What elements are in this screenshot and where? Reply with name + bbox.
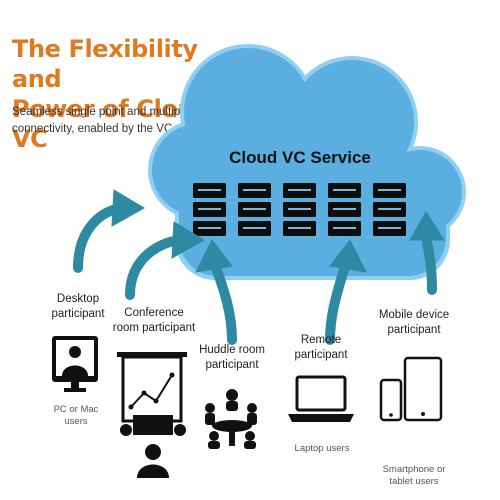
mobile-device-caption: Smartphone or tablet users [372, 464, 456, 488]
conference-participant-label: Conference room participant [108, 306, 200, 336]
desktop-label-line-1: Desktop [56, 293, 100, 305]
arrow-conference-head [171, 221, 205, 259]
desktop-device-line-2: users [64, 416, 88, 427]
server-rack-icon [238, 183, 271, 236]
remote-participant-label: Remote participant [283, 333, 359, 363]
remote-label-line-2: participant [294, 349, 348, 361]
page-title: The Flexibility and Power of Cloud VC [12, 34, 242, 154]
desktop-device-caption: PC or Mac users [45, 404, 107, 428]
presentation-board-icon [117, 352, 187, 478]
title-line-1: The Flexibility and [12, 35, 198, 93]
server-rack-icon [283, 183, 316, 236]
connection-arrows [73, 189, 445, 345]
arrow-desktop-head [111, 189, 145, 227]
mobile-label-line-1: Mobile device [378, 309, 450, 321]
huddle-participant-label: Huddle room participant [194, 343, 270, 373]
desktop-monitor-icon [52, 336, 98, 392]
subtitle-line-1: Seamless single point and multipoint [12, 106, 199, 118]
arrow-mobile-head [409, 211, 445, 241]
tablet-icon [403, 356, 443, 422]
arrow-mobile [421, 231, 437, 295]
conference-label-line-2: room participant [112, 322, 196, 334]
mobile-device-line-1: Smartphone or [382, 464, 446, 475]
cloud-vc-service-label: Cloud VC Service [229, 148, 371, 167]
desktop-device-line-1: PC or Mac [53, 404, 99, 415]
server-row [193, 183, 406, 236]
smartphone-icon [379, 378, 403, 422]
remote-device-caption: Laptop users [294, 443, 350, 454]
subtitle-line-2: connectivity, enabled by the VC cloud [12, 123, 203, 135]
mobile-label-line-2: participant [387, 324, 441, 336]
remote-label-line-1: Remote [300, 334, 342, 346]
mobile-device-line-2: tablet users [389, 476, 439, 487]
server-rack-icon [193, 183, 226, 236]
mobile-participant-label: Mobile device participant [372, 308, 456, 338]
desktop-label-line-2: participant [51, 308, 105, 320]
arrow-remote-head [329, 239, 367, 273]
title-line-2: Power of Cloud VC [12, 95, 211, 153]
meeting-group-icon [205, 389, 257, 449]
huddle-label-line-2: participant [205, 359, 259, 371]
arrow-huddle-head [195, 239, 233, 273]
subtitle: Seamless single point and multipoint con… [12, 104, 212, 138]
server-rack-icon [373, 183, 406, 236]
desktop-participant-label: Desktop participant [42, 292, 114, 322]
conference-label-line-1: Conference [124, 307, 184, 319]
laptop-icon [288, 375, 354, 422]
server-rack-icon [328, 183, 361, 236]
huddle-label-line-1: Huddle room [199, 344, 265, 356]
